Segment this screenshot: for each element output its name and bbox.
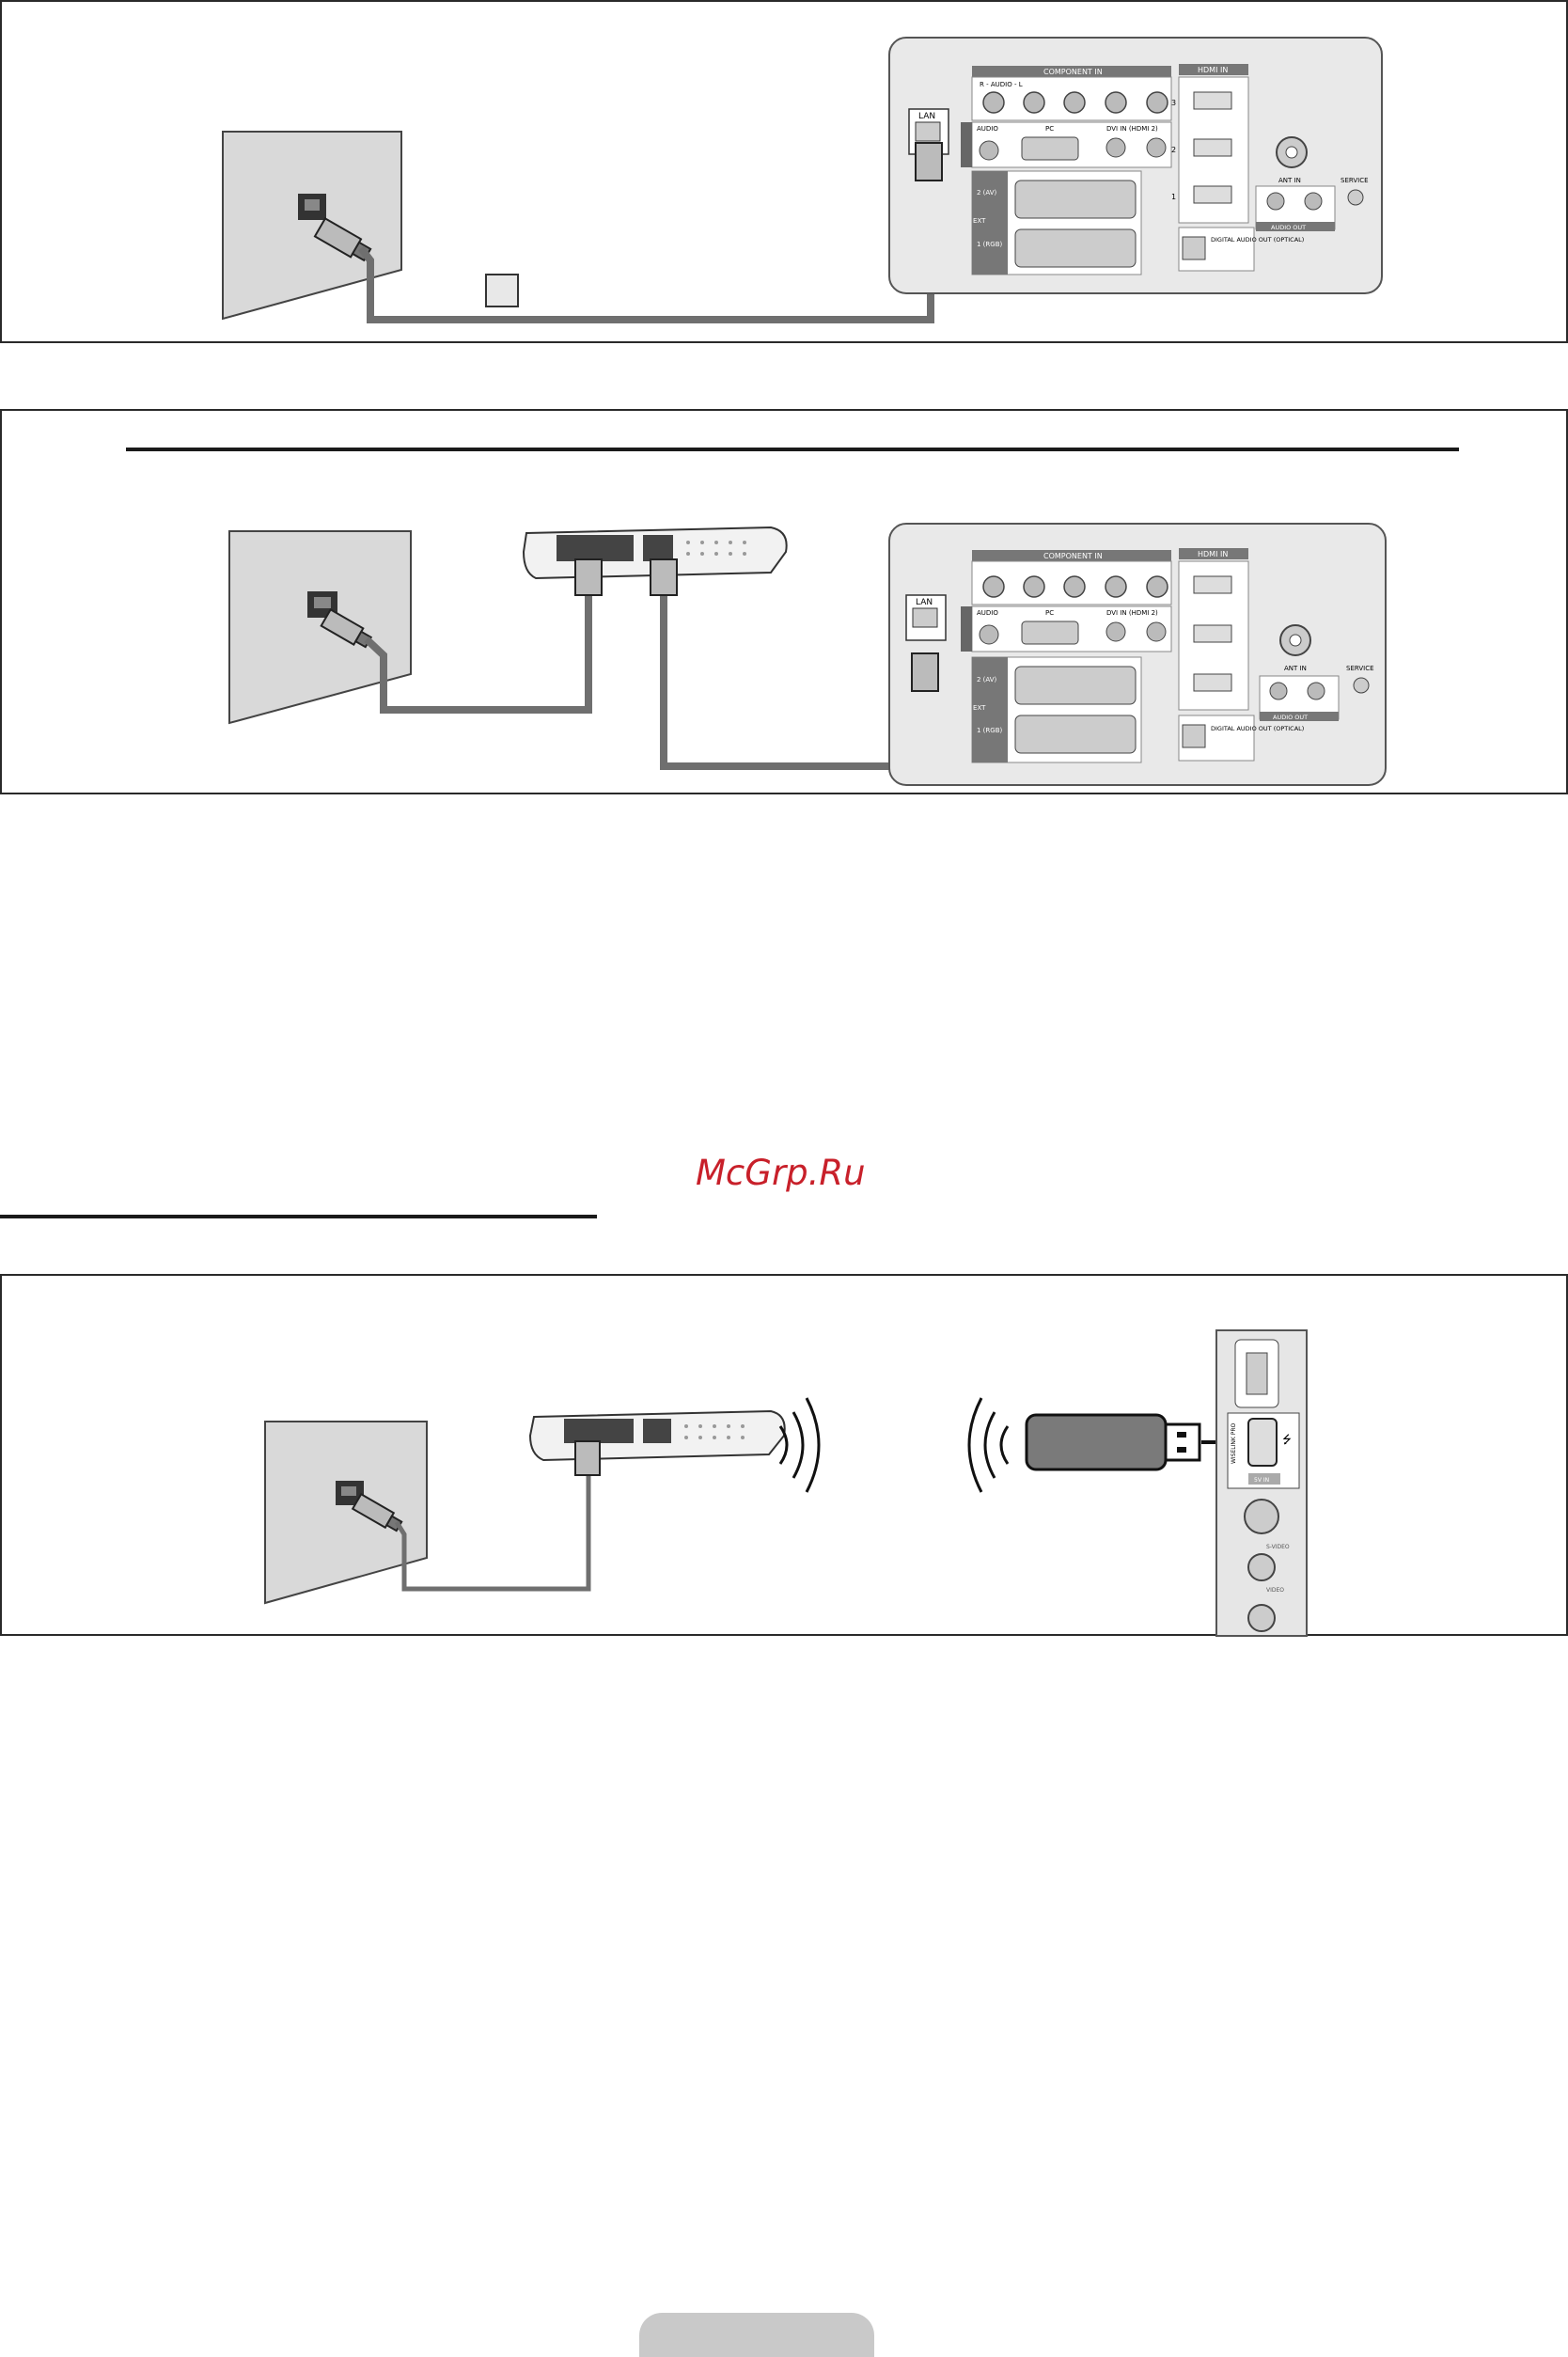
lan-plug-tv — [911, 652, 939, 692]
router-vents — [686, 541, 746, 556]
wiselink-label: WISELINK PRO — [1231, 1422, 1237, 1464]
side-usb-port — [1247, 1418, 1278, 1467]
lan-plug-tv — [915, 142, 943, 181]
hdmi-in-label: HDMI IN — [1198, 550, 1228, 558]
router-plug-1 — [574, 558, 603, 596]
ant-in-label: ANT IN — [1278, 177, 1301, 184]
hdmi-2-label: 2 — [1171, 146, 1176, 154]
service-label: SERVICE — [1341, 177, 1369, 184]
scart-2 — [1014, 180, 1137, 219]
ant-in-label: ANT IN — [1284, 665, 1307, 672]
hdmi-1-label: 1 — [1171, 193, 1176, 201]
digital-audio-out-label: DIGITAL AUDIO OUT (OPTICAL) — [1211, 236, 1304, 244]
video-label: VIDEO — [1266, 1587, 1284, 1594]
diagram-router-lan: LAN COMPONENT IN AUDIO PC DVI IN (HDMI 2… — [126, 448, 1459, 786]
figure-direct-lan-connection: LAN COMPONENT IN R - AUDIO - L AUDIO PC … — [0, 0, 1568, 343]
usb-icon: ⭍ — [1282, 1433, 1292, 1446]
scart-1 — [1014, 228, 1137, 268]
dvi-in-label: DVI IN (HDMI 2) — [1106, 609, 1158, 617]
diagram-wireless: WISELINK PRO ⭍ 5V IN S-VIDEO VIDEO — [264, 1329, 1308, 1637]
figure-router-lan-connection: LAN COMPONENT IN AUDIO PC DVI IN (HDMI 2… — [0, 409, 1568, 794]
page-number-tab — [639, 2313, 874, 2357]
figure-wireless-connection: WISELINK PRO ⭍ 5V IN S-VIDEO VIDEO — [0, 1274, 1568, 1637]
lan-label: LAN — [916, 598, 933, 607]
wall-panel — [228, 530, 412, 725]
section-rule — [0, 1215, 597, 1218]
wall-to-router-cable — [364, 595, 592, 714]
ext-label: EXT — [973, 704, 986, 712]
ext-av-label: 2 (AV) — [977, 676, 997, 684]
s-video-jack — [1244, 1499, 1279, 1534]
lan-cable — [357, 181, 934, 323]
router-wan-port — [643, 535, 673, 561]
five-v-in-label: 5V IN — [1254, 1477, 1269, 1484]
lan-label: LAN — [918, 112, 935, 121]
marker-box — [485, 274, 519, 307]
hdmi-3-label: 3 — [1171, 99, 1176, 107]
s-video-label: S-VIDEO — [1266, 1544, 1290, 1550]
router-lan-ports — [564, 1419, 634, 1443]
router-wan-port — [643, 1419, 671, 1443]
component-jacks — [982, 91, 1168, 114]
wall-panel — [222, 131, 402, 321]
wall-panel — [264, 1421, 428, 1605]
component-in-header — [972, 66, 1171, 77]
pc-label: PC — [1045, 125, 1054, 133]
optical-port — [1182, 236, 1206, 260]
hdmi-in-label: HDMI IN — [1198, 66, 1228, 74]
component-in-label: COMPONENT IN — [1043, 552, 1103, 560]
service-label: SERVICE — [1346, 665, 1374, 672]
pc-label: PC — [1045, 609, 1054, 617]
ext-rgb-label: 1 (RGB) — [977, 727, 1003, 734]
router-to-tv-cable — [660, 595, 929, 770]
component-audio-label: R - AUDIO - L — [980, 81, 1023, 88]
usb-wifi-adapter — [1025, 1413, 1168, 1471]
diagram-direct-lan: LAN COMPONENT IN R - AUDIO - L AUDIO PC … — [222, 37, 1383, 323]
ext-label: EXT — [973, 217, 986, 225]
digital-audio-out-label: DIGITAL AUDIO OUT (OPTICAL) — [1211, 725, 1304, 732]
wall-to-router-cable — [394, 1473, 591, 1592]
pc-vga-port — [1021, 136, 1079, 161]
hdmi-ports — [1193, 91, 1232, 204]
usb-plug — [1164, 1422, 1201, 1462]
audio-out-label: AUDIO OUT — [1271, 224, 1306, 231]
watermark: McGrp.Ru — [696, 1153, 866, 1193]
router-lan-ports — [557, 535, 634, 561]
router-wifi-waves-icon — [778, 1397, 821, 1493]
router-plug — [574, 1440, 601, 1476]
audio-label: AUDIO — [977, 125, 998, 133]
ext-av-label: 2 (AV) — [977, 189, 997, 196]
router-plug-2 — [650, 558, 678, 596]
video-jack — [1247, 1553, 1276, 1581]
ext-rgb-label: 1 (RGB) — [977, 241, 1003, 248]
audio-jack — [1247, 1604, 1276, 1632]
component-in-label: COMPONENT IN — [1043, 68, 1103, 76]
dvi-in-label: DVI IN (HDMI 2) — [1106, 125, 1158, 133]
adapter-wifi-waves-icon — [967, 1397, 1010, 1493]
audio-label: AUDIO — [977, 609, 998, 617]
audio-out-label: AUDIO OUT — [1273, 714, 1308, 721]
